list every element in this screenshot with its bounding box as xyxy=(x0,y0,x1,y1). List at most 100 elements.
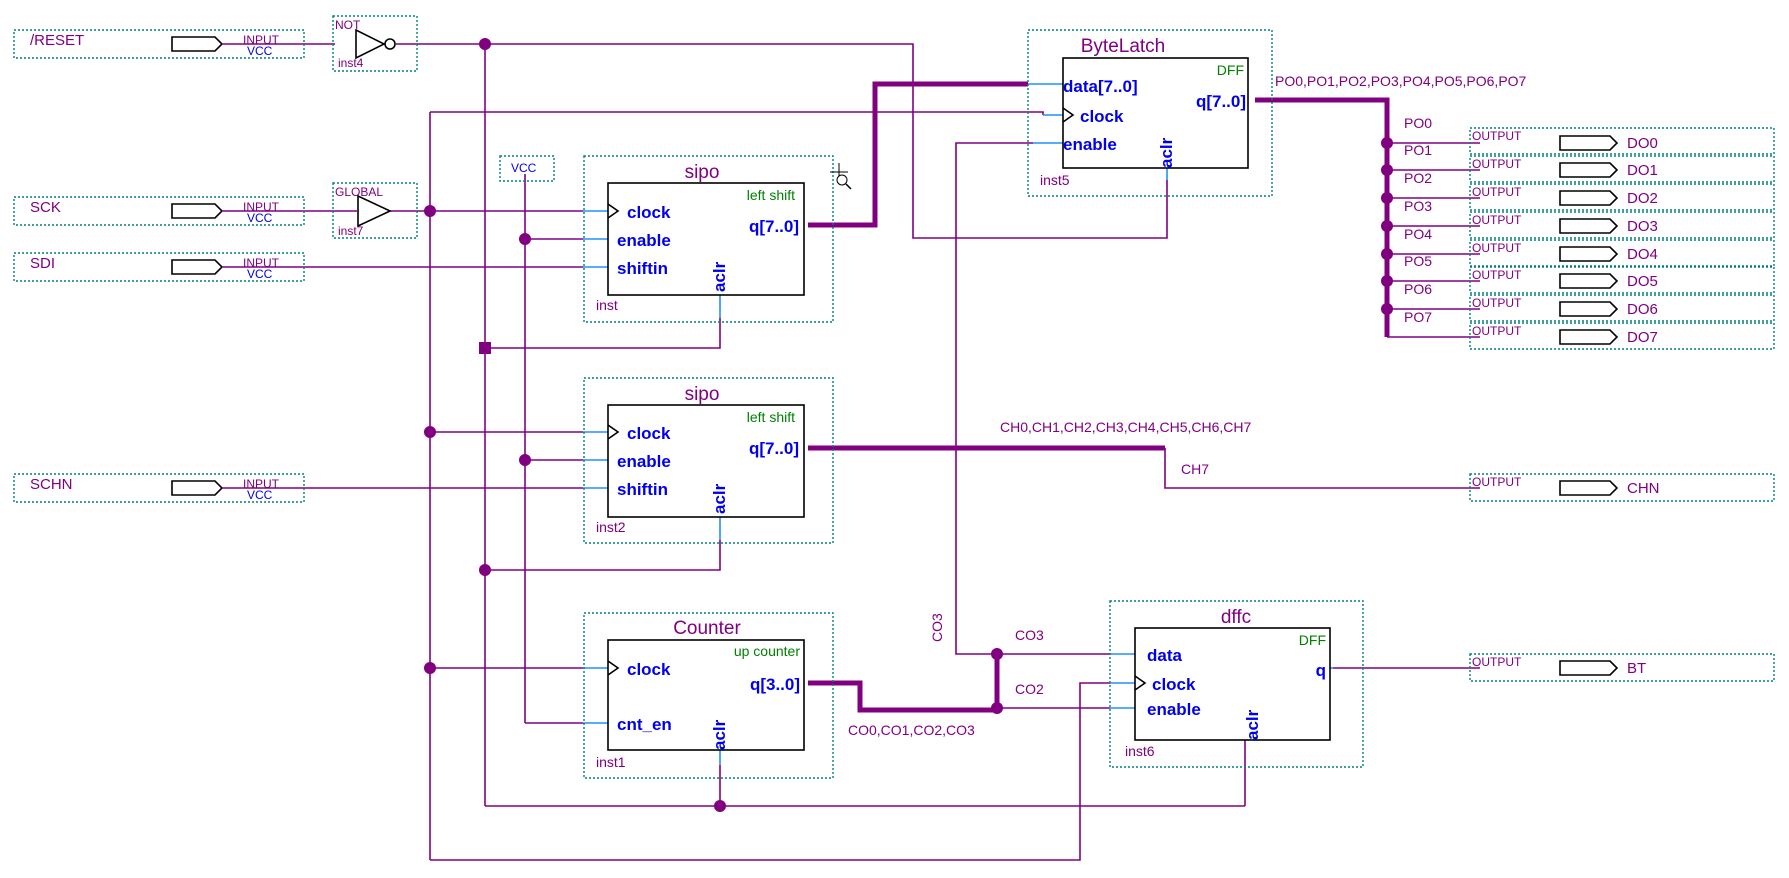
global-buffer: GLOBAL inst7 xyxy=(332,182,418,239)
junction-dot xyxy=(519,454,531,466)
input-reset: /RESET INPUT VCC xyxy=(13,29,305,59)
input-sck: SCK INPUT VCC xyxy=(13,196,305,226)
junction-dot xyxy=(479,564,491,576)
gate-label: GLOBAL xyxy=(335,185,383,199)
output-label: DO7 xyxy=(1627,329,1658,346)
input-label: SCHN xyxy=(30,476,73,493)
po-label-2: PO2 xyxy=(1404,170,1432,186)
po-label-7: PO7 xyxy=(1404,309,1432,325)
output-type: OUTPUT xyxy=(1472,213,1522,227)
zoom-cursor-icon xyxy=(830,163,852,190)
output-label: DO4 xyxy=(1627,246,1658,263)
block-note: up counter xyxy=(734,643,800,659)
output-do7: OUTPUT DO7 xyxy=(1469,322,1775,350)
pin-aclr: aclr xyxy=(710,719,729,750)
co3-label: CO3 xyxy=(1015,627,1044,643)
input-sdi: SDI INPUT VCC xyxy=(13,252,305,282)
input-label: SDI xyxy=(30,255,55,272)
pin-enable: enable xyxy=(617,231,671,250)
buses xyxy=(808,81,1390,713)
output-label: DO2 xyxy=(1627,190,1658,207)
pin-clock: clock xyxy=(1080,107,1124,126)
junction-square xyxy=(479,342,491,354)
gate-label: NOT xyxy=(335,18,361,32)
pin-data: data[7..0] xyxy=(1063,77,1138,96)
pin-aclr: aclr xyxy=(710,483,729,514)
output-type: OUTPUT xyxy=(1472,655,1522,669)
pin-enable: enable xyxy=(1147,700,1201,719)
inst-label: inst5 xyxy=(1040,172,1070,188)
output-do3: OUTPUT DO3 xyxy=(1469,211,1775,239)
output-chn: OUTPUT CHN xyxy=(1469,473,1775,502)
block-title: dffc xyxy=(1221,607,1251,628)
junction-dot xyxy=(1381,248,1393,260)
junction-dot xyxy=(714,800,726,812)
inst-label: inst xyxy=(596,297,618,313)
input-sub: VCC xyxy=(247,211,273,225)
output-do5: OUTPUT DO5 xyxy=(1469,266,1775,294)
input-label: SCK xyxy=(30,199,61,216)
junction-dot xyxy=(1381,164,1393,176)
pin-aclr: aclr xyxy=(1243,709,1262,740)
junction-dot xyxy=(519,233,531,245)
output-type: OUTPUT xyxy=(1472,324,1522,338)
wires xyxy=(265,43,1480,861)
output-bt: OUTPUT BT xyxy=(1469,653,1775,682)
sipo-block-1: sipo left shift clock enable shiftin q[7… xyxy=(583,155,834,323)
pin-aclr: aclr xyxy=(1157,137,1176,168)
block-title: sipo xyxy=(685,384,720,405)
pin-q: q[3..0] xyxy=(750,675,800,694)
block-title: Counter xyxy=(673,618,741,639)
output-type: OUTPUT xyxy=(1472,129,1522,143)
junction-dot xyxy=(1381,275,1393,287)
vcc-source: VCC xyxy=(499,155,555,182)
junction-dot xyxy=(1381,303,1393,315)
output-label: DO3 xyxy=(1627,218,1658,235)
pin-q: q xyxy=(1316,661,1326,680)
pin-shiftin: shiftin xyxy=(617,480,668,499)
pin-clock: clock xyxy=(627,660,671,679)
output-label: DO6 xyxy=(1627,301,1658,318)
ch7-label: CH7 xyxy=(1181,461,1209,477)
junctions xyxy=(424,38,1393,812)
bytelatch-block: ByteLatch DFF data[7..0] clock enable q[… xyxy=(1027,29,1273,197)
output-label: DO0 xyxy=(1627,135,1658,152)
pin-q: q[7..0] xyxy=(749,217,799,236)
dffc-block: dffc DFF data clock enable q aclr inst6 xyxy=(1109,600,1364,768)
po-label-4: PO4 xyxy=(1404,226,1432,242)
gate-inst: inst4 xyxy=(338,56,364,70)
output-do2: OUTPUT DO2 xyxy=(1469,183,1775,211)
output-do1: OUTPUT DO1 xyxy=(1469,155,1775,183)
output-type: OUTPUT xyxy=(1472,475,1522,489)
block-title: ByteLatch xyxy=(1081,36,1166,57)
output-label: DO5 xyxy=(1627,273,1658,290)
junction-dot xyxy=(424,426,436,438)
pin-shiftin: shiftin xyxy=(617,259,668,278)
output-label: BT xyxy=(1627,660,1646,677)
pin-q: q[7..0] xyxy=(1196,92,1246,111)
output-type: OUTPUT xyxy=(1472,296,1522,310)
pin-clock: clock xyxy=(627,424,671,443)
po-bus-label: PO0,PO1,PO2,PO3,PO4,PO5,PO6,PO7 xyxy=(1275,73,1527,89)
output-do0: OUTPUT DO0 xyxy=(1469,127,1775,155)
counter-block: Counter up counter clock cnt_en q[3..0] … xyxy=(583,612,834,779)
ch-bus-label: CH0,CH1,CH2,CH3,CH4,CH5,CH6,CH7 xyxy=(1000,419,1251,435)
output-label: DO1 xyxy=(1627,162,1658,179)
pin-enable: enable xyxy=(617,452,671,471)
block-note: left shift xyxy=(747,409,795,425)
output-do6: OUTPUT DO6 xyxy=(1469,294,1775,322)
block-note: left shift xyxy=(747,187,795,203)
net-labels: PO0,PO1,PO2,PO3,PO4,PO5,PO6,PO7 PO0 PO1 … xyxy=(848,73,1527,738)
po-label-5: PO5 xyxy=(1404,253,1432,269)
junction-dot xyxy=(991,648,1003,660)
po-label-1: PO1 xyxy=(1404,142,1432,158)
po-label-3: PO3 xyxy=(1404,198,1432,214)
junction-dot xyxy=(424,205,436,217)
po-label-0: PO0 xyxy=(1404,115,1432,131)
pin-cnt-en: cnt_en xyxy=(617,715,672,734)
output-type: OUTPUT xyxy=(1472,157,1522,171)
junction-dot xyxy=(1381,220,1393,232)
junction-dot xyxy=(1381,137,1393,149)
pin-q: q[7..0] xyxy=(749,439,799,458)
